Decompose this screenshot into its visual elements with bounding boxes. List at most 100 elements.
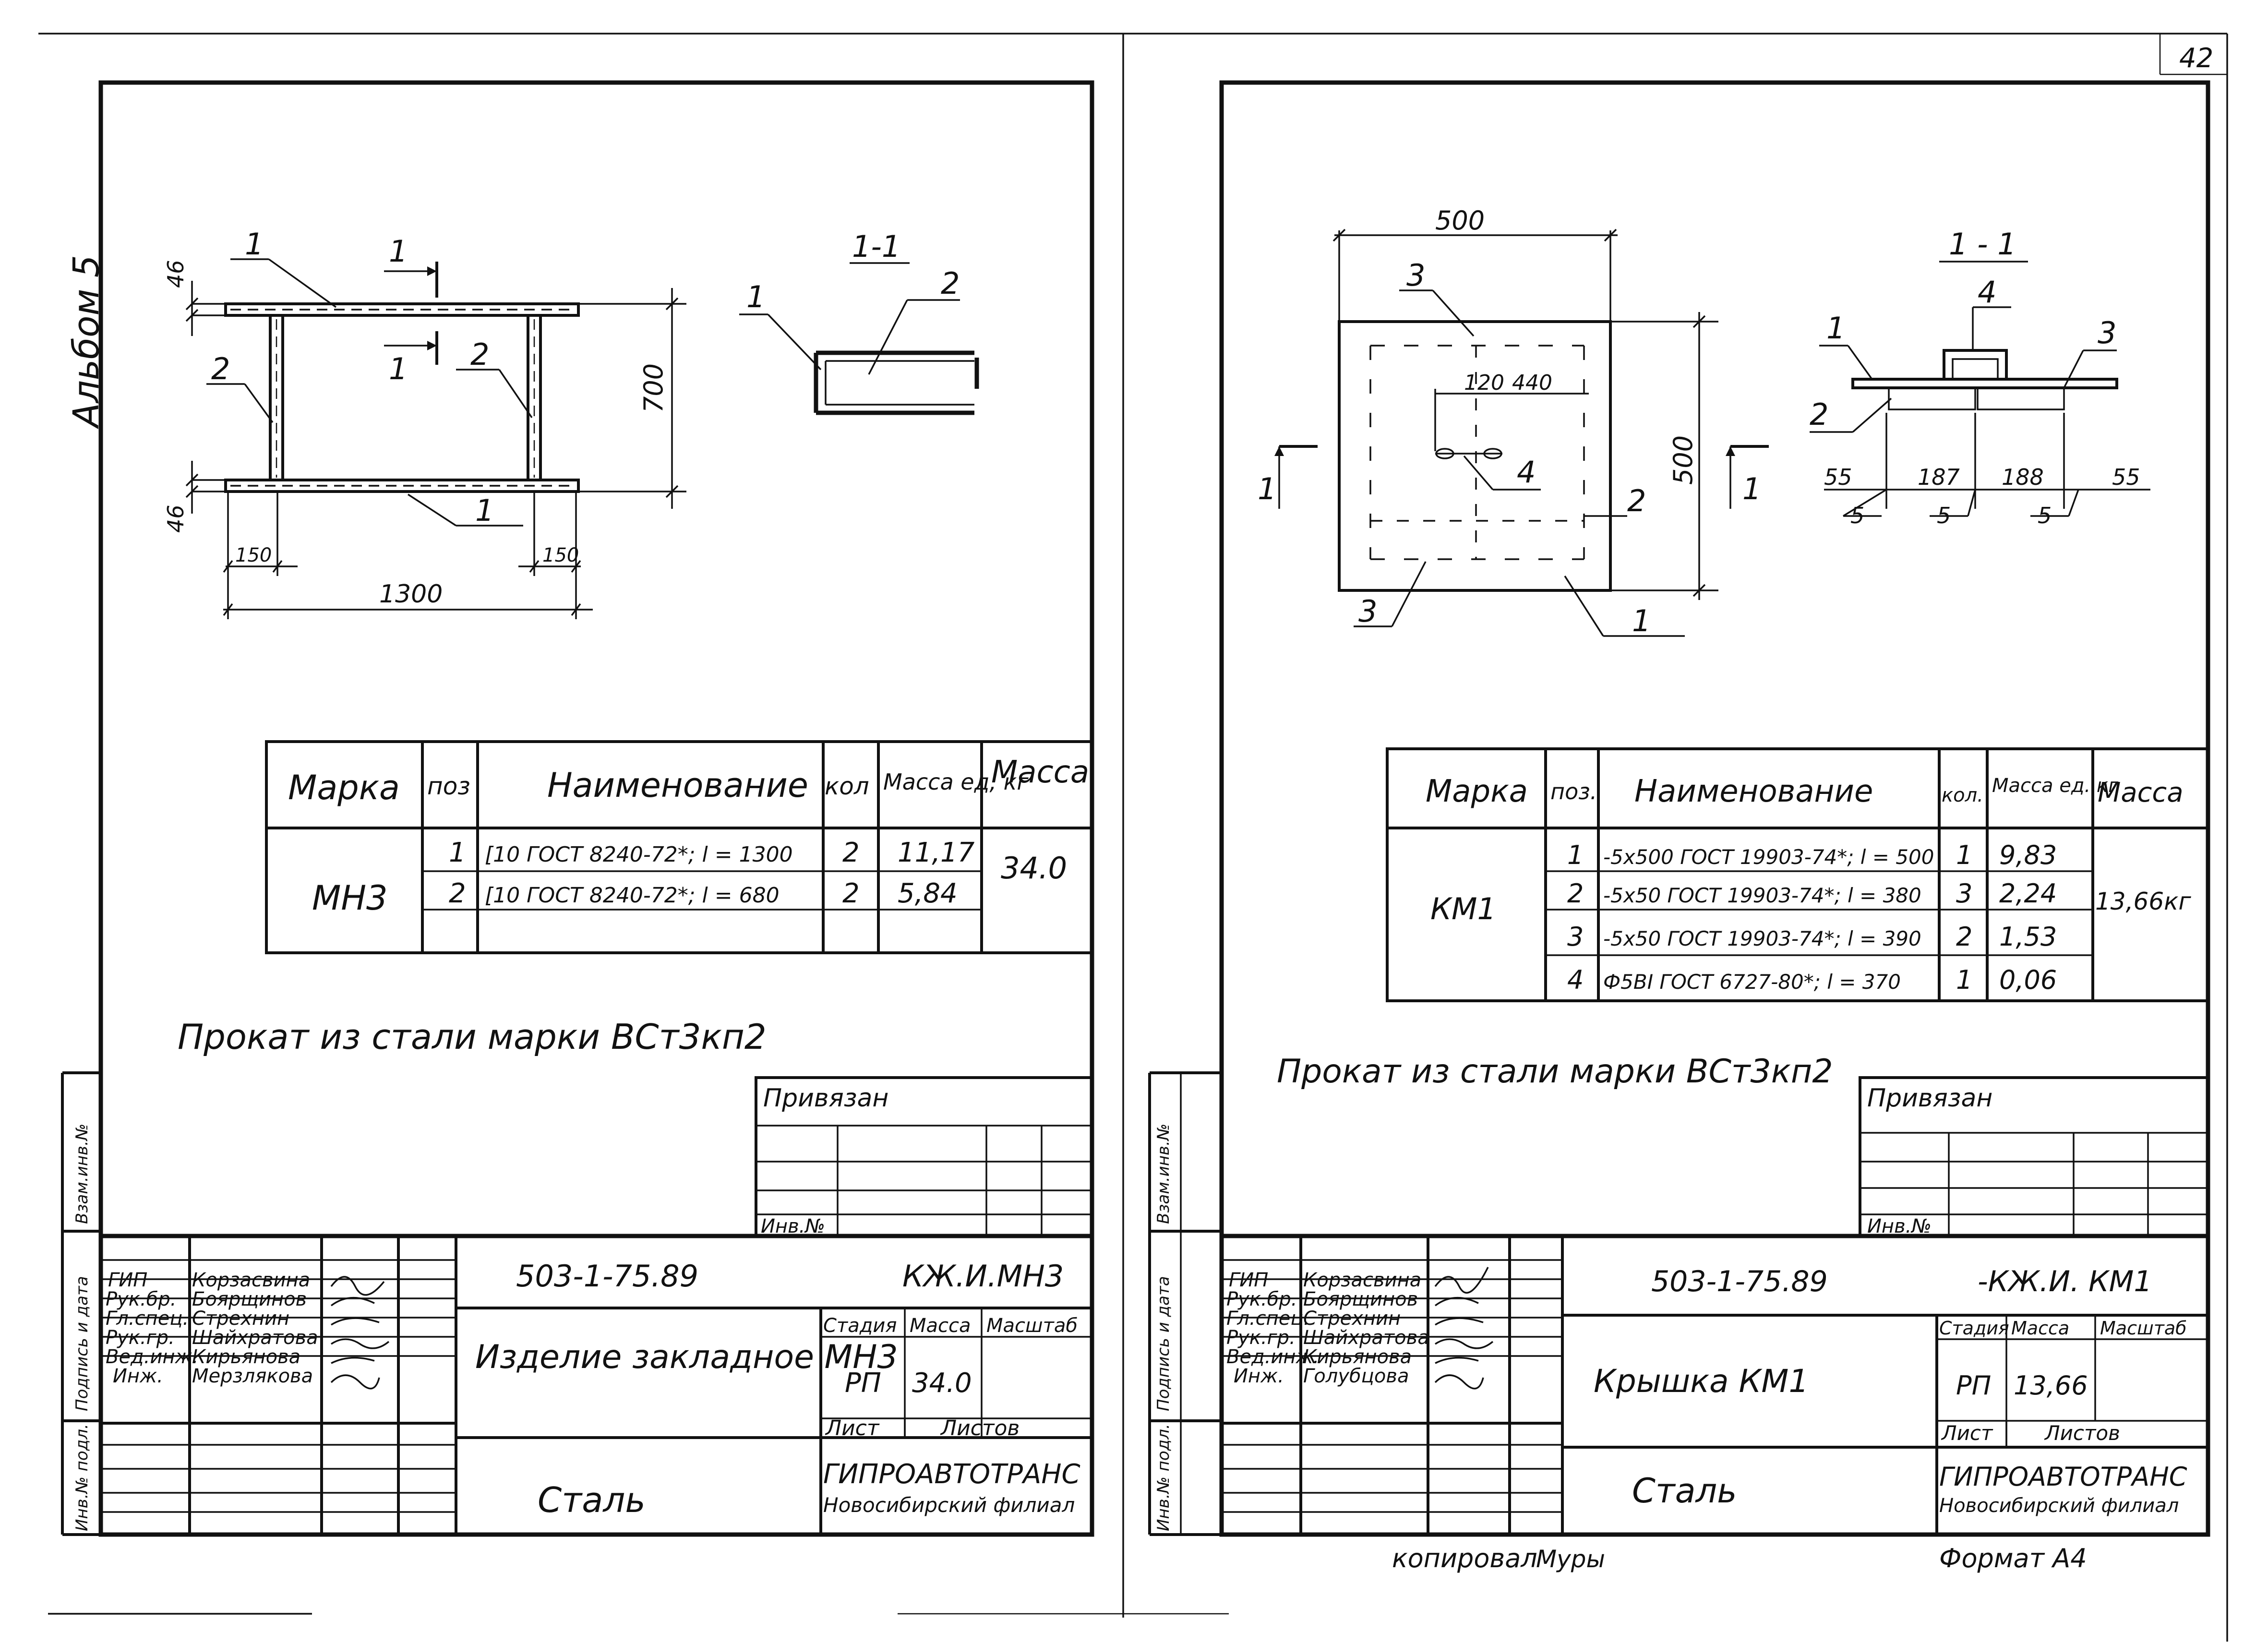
tb-scale-label: Масштаб — [986, 1315, 1078, 1337]
r-tb-name-2: Боярщинов — [1303, 1288, 1418, 1310]
r-section-dim-1: 55 — [1824, 464, 1852, 490]
r-cut-left-label: 1 — [1258, 471, 1276, 506]
album-label: Альбом 5 — [66, 255, 107, 429]
r-tb-scale-label: Масштаб — [2100, 1318, 2187, 1339]
r-spec-header-mark: Марка — [1426, 774, 1528, 809]
r-spec-row1-qty: 1 — [1956, 840, 1972, 870]
r-spec-total-mass: 13,66кг — [2095, 888, 2191, 915]
r-tb-mass-label: Масса — [2011, 1318, 2069, 1339]
r-spec-header-name: Наименование — [1634, 774, 1873, 809]
r-tb-material: Сталь — [1632, 1471, 1737, 1511]
tb-code: 503-1-75.89 — [516, 1259, 698, 1294]
r-inv-no-label: Инв.№ — [1867, 1215, 1932, 1237]
r-tb-name-3: Стрехнин — [1303, 1308, 1401, 1330]
spec-row2-name: [10 ГОСТ 8240-72*; l = 680 — [485, 883, 780, 908]
r-signatures — [1434, 1267, 1494, 1390]
tb-sheet-label: Лист — [825, 1416, 880, 1440]
page-number: 42 — [2179, 43, 2213, 74]
section-pos-2: 2 — [941, 266, 960, 301]
tb-mass-label: Масса — [910, 1315, 971, 1337]
r-tb-stage-label: Стадия — [1939, 1318, 2009, 1339]
r-section-gap-2: 5 — [1937, 503, 1951, 528]
tb-role-3: Гл.спец. — [106, 1308, 189, 1330]
r-tb-stage: РП — [1956, 1370, 1991, 1401]
r-spec-row4-unit-mass: 0,06 — [1999, 965, 2057, 995]
pos-label-r2: 2 — [1627, 483, 1646, 518]
r-cut-right-label: 1 — [1742, 471, 1761, 506]
right-side-strip: Инв.№ подл. Подпись и дата Взам.инв.№ — [1148, 1071, 1222, 1536]
left-title-block: ГИП Корзасвина Рук.бр. Боярщинов Гл.спец… — [101, 1234, 1092, 1535]
r-spec-row4-qty: 1 — [1956, 965, 1972, 995]
r-tb-branch: Новосибирский филиал — [1939, 1495, 2179, 1517]
r-tb-code: 503-1-75.89 — [1651, 1265, 1828, 1298]
r-spec-row2-name: -5x50 ГОСТ 19903-74*; l = 380 — [1603, 884, 1921, 907]
spec-mark: МН3 — [312, 878, 388, 918]
tb-name-2: Боярщинов — [192, 1288, 307, 1310]
pos-label-1-top: 1 — [245, 227, 264, 262]
left-dimensions: 46 46 700 150 150 1300 — [163, 260, 686, 616]
r-tb-title: Крышка КМ1 — [1594, 1363, 1809, 1400]
tb-name-6: Мерзлякова — [192, 1365, 313, 1387]
spec-row1-qty: 2 — [842, 837, 860, 868]
cut-label-bottom: 1 — [389, 351, 408, 386]
spec-row1-name: [10 ГОСТ 8240-72*; l = 1300 — [485, 842, 793, 867]
spec-header-name: Наименование — [547, 766, 808, 805]
spec-header-qty: кол — [825, 772, 869, 800]
leader-pos2-right — [498, 369, 533, 418]
strip-inv-label: Инв.№ подл. — [72, 1424, 92, 1531]
r-spec-row1-unit-mass: 9,83 — [1999, 840, 2057, 870]
spec-row1-pos: 1 — [449, 837, 466, 868]
r-spec-row4-pos: 4 — [1567, 965, 1584, 995]
plate-dimensions: 500 500 120 440 — [1332, 205, 1718, 600]
left-sheet: Альбом 5 Инв.№ подл. Подпись и дата Взам… — [61, 80, 1094, 1537]
copied-by: копировал — [1392, 1543, 1537, 1573]
tb-stage: РП — [845, 1368, 881, 1399]
leader-pos1-bottom — [408, 493, 456, 527]
right-privyazan-box: Привязан Инв.№ — [1859, 1076, 2209, 1237]
dim-top-flange: 46 — [163, 260, 189, 288]
r-tb-name-6: Голубцова — [1303, 1365, 1409, 1387]
r-section-dim-4: 55 — [2112, 464, 2140, 490]
material-note: Прокат из стали марки ВСт3кп2 — [178, 1017, 767, 1057]
spec-row1-unit-mass: 11,17 — [898, 837, 975, 868]
r-tb-name-5: Кирьянова — [1303, 1346, 1412, 1368]
dim-left-offset: 150 — [235, 544, 272, 566]
r-spec-row4-name: Ф5ВI ГОСТ 6727-80*; l = 370 — [1603, 970, 1901, 994]
left-spec-table: Марка поз Наименование кол Масса ед, кг … — [265, 740, 1093, 954]
tb-material: Сталь — [538, 1480, 646, 1520]
leader-pos2-left — [244, 383, 274, 423]
tb-name-4: Шайхратова — [192, 1327, 318, 1349]
tb-role-6: Инж. — [113, 1365, 163, 1387]
copied-signature: Муры — [1536, 1545, 1605, 1573]
dim-length: 1300 — [379, 580, 443, 609]
dim-bottom-flange: 46 — [163, 504, 189, 533]
r-tb-sheets-label: Листов — [2044, 1421, 2120, 1445]
tb-role-5: Вед.инж. — [106, 1346, 198, 1368]
right-spec-table: Марка поз. Наименование кол. Масса ед. к… — [1386, 747, 2209, 1002]
right-title-block: ГИП Корзасвина Рук.бр. Боярщинов Гл.спец… — [1222, 1234, 2208, 1535]
r-material-note: Прокат из стали марки ВСт3кп2 — [1277, 1053, 1833, 1091]
spec-header-unit-mass: Масса ед, кг — [883, 769, 1029, 795]
pos-label-r4: 4 — [1517, 455, 1536, 490]
r-privyazan-label: Привязан — [1867, 1084, 1992, 1113]
dim-inner-offset: 120 — [1464, 371, 1504, 395]
r-cut-left-arrow — [1274, 446, 1284, 456]
dim-height: 700 — [638, 363, 669, 413]
tb-role-4: Рук.гр. — [106, 1327, 175, 1349]
pos-label-r1: 1 — [1632, 603, 1651, 638]
r-section-pos-2: 2 — [1810, 397, 1828, 432]
tb-mass: 34.0 — [912, 1368, 972, 1399]
tb-sheets-label: Листов — [940, 1416, 1020, 1440]
r-tb-mass: 13,66 — [2014, 1370, 2088, 1401]
spec-header-mark: Марка — [288, 768, 400, 807]
r-section-pos-3: 3 — [2098, 315, 2116, 350]
r-tb-role-1: ГИП — [1229, 1269, 1268, 1291]
strip-sign-label: Подпись и дата — [72, 1276, 92, 1411]
tb-role-1: ГИП — [108, 1269, 147, 1291]
rstrip-inv-label: Инв.№ подл. — [1154, 1424, 1173, 1531]
r-tb-role-4: Рук.гр. — [1226, 1327, 1296, 1349]
left-side-strip: Инв.№ подл. Подпись и дата Взам.инв.№ — [61, 1071, 101, 1536]
pos-label-1-bottom: 1 — [475, 493, 494, 528]
spec-total-mass: 34.0 — [1001, 851, 1067, 886]
r-section-gap-1: 5 — [1850, 503, 1864, 528]
